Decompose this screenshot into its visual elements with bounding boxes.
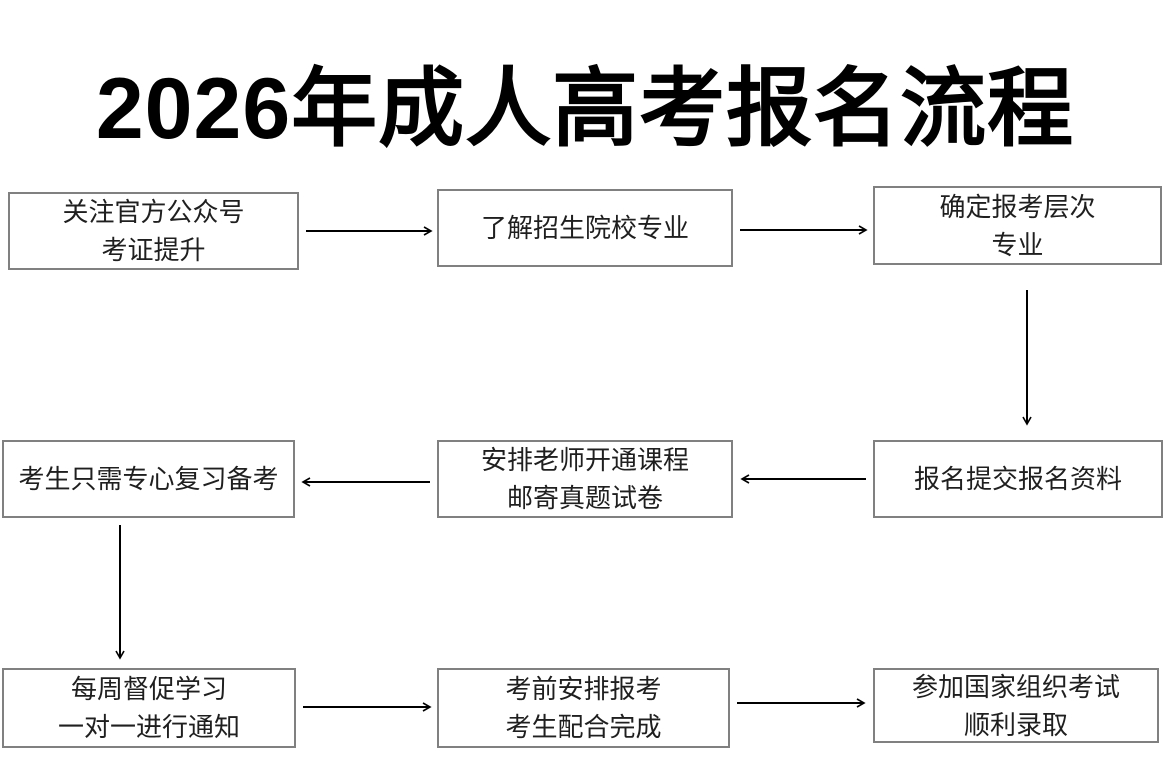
page-title: 2026年成人高考报名流程 xyxy=(95,61,1075,157)
step-text-line: 参加国家组织考试 xyxy=(911,671,1120,702)
step-text-line: 每周督促学习 xyxy=(70,674,227,704)
step-text-line: 考证提升 xyxy=(101,235,206,265)
step-text-line: 邮寄真题试卷 xyxy=(506,483,663,513)
flow-step-submit-registration: 报名提交报名资料 xyxy=(873,440,1163,518)
step-text-line: 关注官方公众号 xyxy=(62,197,245,227)
step-text-line: 考生只需专心复习备考 xyxy=(18,464,279,494)
flow-step-choose-level-major: 确定报考层次 专业 xyxy=(873,186,1162,265)
flow-step-learn-colleges-majors: 了解招生院校专业 xyxy=(437,189,733,267)
step-text-line: 一对一进行通知 xyxy=(57,712,240,742)
flow-step-open-courses-mail-papers: 安排老师开通课程 邮寄真题试卷 xyxy=(437,440,733,518)
flow-step-follow-official-account: 关注官方公众号 考证提升 xyxy=(8,192,299,270)
flow-step-focus-on-review: 考生只需专心复习备考 xyxy=(2,440,295,518)
step-text-line: 报名提交报名资料 xyxy=(913,464,1122,494)
step-text-line: 了解招生院校专业 xyxy=(480,213,689,243)
step-text-line: 专业 xyxy=(991,229,1044,260)
flow-step-pre-exam-arrangement: 考前安排报考 考生配合完成 xyxy=(437,668,730,748)
step-text-line: 安排老师开通课程 xyxy=(480,445,689,475)
flow-step-weekly-supervision: 每周督促学习 一对一进行通知 xyxy=(2,668,296,748)
step-text-line: 考前安排报考 xyxy=(505,674,662,704)
step-text-line: 确定报考层次 xyxy=(939,191,1096,222)
step-text-line: 顺利录取 xyxy=(963,709,1068,740)
step-text-line: 考生配合完成 xyxy=(505,712,662,742)
flow-step-take-exam-admission: 参加国家组织考试 顺利录取 xyxy=(873,668,1159,743)
